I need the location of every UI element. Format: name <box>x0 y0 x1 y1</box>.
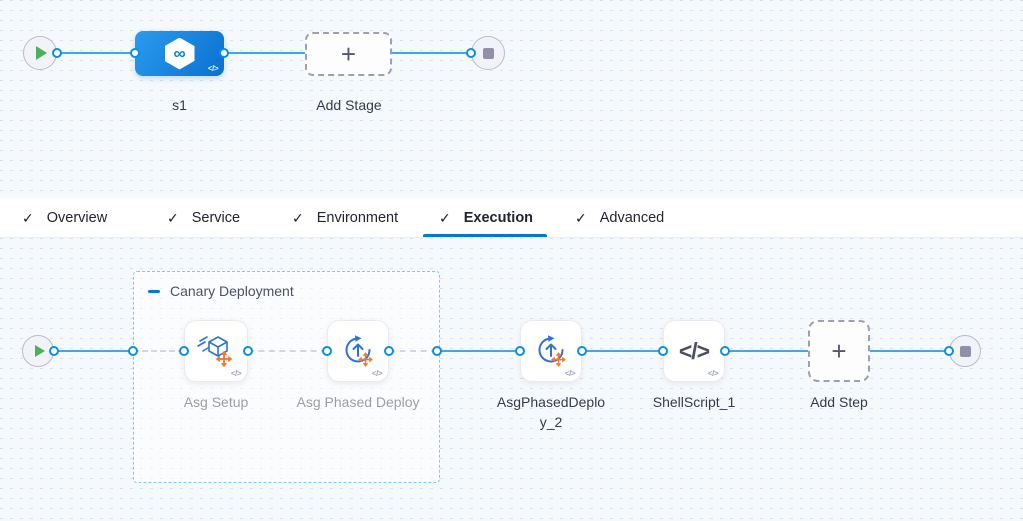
tab-label: Service <box>191 210 241 226</box>
tab-label: Advanced <box>599 210 665 226</box>
connector-dot[interactable] <box>219 48 229 58</box>
connector-line <box>725 350 808 352</box>
check-icon: ✓ <box>167 209 179 226</box>
infinity-glyph: ∞ <box>173 44 186 63</box>
execution-graph-canvas[interactable]: Canary Deployment </> <box>0 238 1023 521</box>
step-card-asg-phased-deploy-2[interactable]: </> <box>520 320 582 382</box>
code-badge-icon: </> <box>371 369 383 378</box>
collapse-icon[interactable] <box>148 289 160 293</box>
connector-dot[interactable] <box>944 346 954 356</box>
tab-advanced[interactable]: ✓ Advanced <box>575 198 664 238</box>
stage-label: s1 <box>172 97 187 113</box>
connector-dot[interactable] <box>130 48 140 58</box>
add-stage-label: Add Stage <box>316 97 382 113</box>
connector-line <box>224 52 305 54</box>
active-tab-indicator <box>423 234 547 237</box>
cd-stage-icon: ∞ <box>164 37 195 70</box>
pipeline-end-node[interactable] <box>471 36 505 70</box>
connector-dot[interactable] <box>432 346 442 356</box>
tab-environment[interactable]: ✓ Environment <box>292 198 398 238</box>
tab-label: Execution <box>463 210 534 226</box>
asg-phased-deploy-icon <box>538 335 566 367</box>
connector-line <box>392 52 471 54</box>
connector-line <box>870 350 949 352</box>
shell-script-icon: </> <box>678 337 710 364</box>
connector-dot[interactable] <box>52 48 62 58</box>
asg-phased-deploy-icon <box>345 335 373 367</box>
check-icon: ✓ <box>292 209 304 226</box>
tab-execution[interactable]: ✓ Execution <box>439 198 533 238</box>
connector-line <box>582 350 663 352</box>
code-badge-icon: </> <box>707 369 719 378</box>
stage-graph-canvas[interactable]: ∞ </> s1 + Add Stage <box>0 0 1023 198</box>
step-card-asg-setup[interactable]: </> <box>184 320 248 382</box>
connector-dot[interactable] <box>128 346 138 356</box>
connector-dot[interactable] <box>243 346 253 356</box>
plus-icon: + <box>831 336 847 366</box>
check-icon: ✓ <box>575 209 587 226</box>
step-group-header: Canary Deployment <box>148 283 294 299</box>
step-card-shellscript-1[interactable]: </> </> <box>663 320 725 382</box>
stop-icon <box>482 47 494 59</box>
stage-node-s1[interactable]: ∞ </> <box>135 31 224 76</box>
step-label: ShellScript_1 <box>652 394 736 410</box>
connector-dot[interactable] <box>515 346 525 356</box>
connector-dot[interactable] <box>322 346 332 356</box>
code-badge-icon: </> <box>230 369 242 378</box>
connector-line <box>437 350 520 352</box>
asg-setup-icon <box>197 336 233 368</box>
connector-line <box>54 350 133 352</box>
step-label: AsgPhasedDeploy_2 <box>496 394 606 430</box>
check-icon: ✓ <box>439 209 451 226</box>
connector-dot[interactable] <box>179 346 189 356</box>
code-badge-icon: </> <box>207 64 219 73</box>
execution-end-node[interactable] <box>949 335 981 367</box>
connector-line <box>57 52 135 54</box>
connector-dot[interactable] <box>720 346 730 356</box>
add-step-label: Add Step <box>810 394 868 410</box>
code-badge-icon: </> <box>564 369 576 378</box>
execution-start-node[interactable] <box>22 335 54 367</box>
step-group-label: Canary Deployment <box>170 283 294 299</box>
stage-config-tabs: ✓ Overview ✓ Service ✓ Environment ✓ Exe… <box>0 198 1023 238</box>
connector-dot[interactable] <box>658 346 668 356</box>
stop-icon <box>959 345 971 357</box>
connector-dot[interactable] <box>49 346 59 356</box>
pipeline-start-node[interactable] <box>23 36 57 70</box>
add-step-button[interactable]: + <box>808 320 870 382</box>
tab-label: Overview <box>46 210 108 226</box>
play-icon <box>36 46 47 60</box>
connector-dot[interactable] <box>466 48 476 58</box>
connector-dot[interactable] <box>577 346 587 356</box>
connector-dot[interactable] <box>384 346 394 356</box>
play-icon <box>34 345 45 357</box>
check-icon: ✓ <box>22 209 34 226</box>
plus-icon: + <box>340 39 357 69</box>
add-stage-button[interactable]: + <box>305 32 392 76</box>
tab-overview[interactable]: ✓ Overview <box>22 198 107 238</box>
canary-deployment-group: Canary Deployment <box>133 271 440 483</box>
tab-label: Environment <box>316 210 399 226</box>
step-card-asg-phased-deploy[interactable]: </> <box>327 320 389 382</box>
tab-service[interactable]: ✓ Service <box>167 198 240 238</box>
